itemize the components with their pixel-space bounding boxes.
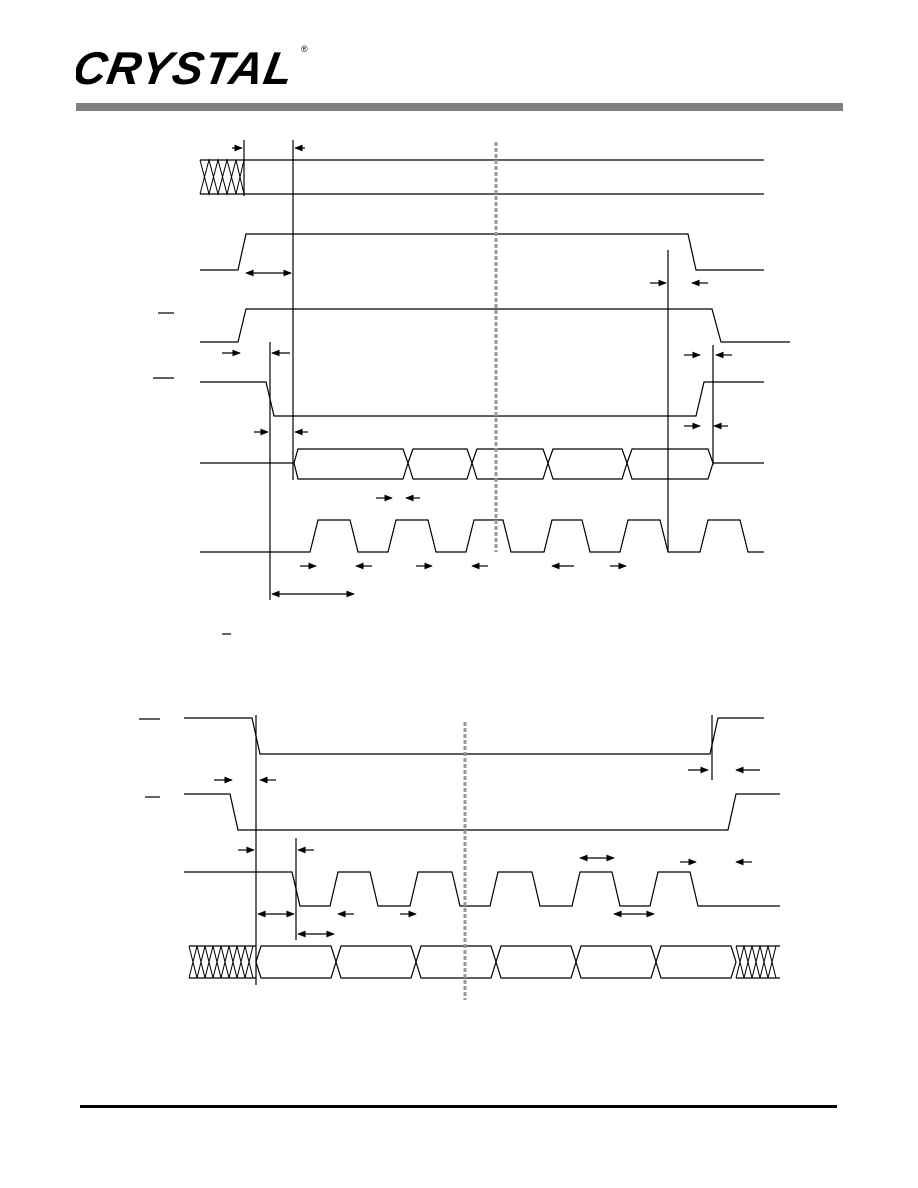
d1-clock [200,519,764,553]
timing-diagram-2 [139,715,780,1000]
d2-clock [184,871,780,907]
d1-timing-arrows [222,144,732,598]
crystal-logo-icon: CRYSTAL [76,44,298,92]
d1-signal-4 [200,381,764,417]
d2-data-row [188,945,780,979]
d2-signal-1 [184,717,764,755]
d1-signal-2 [200,233,764,271]
header-rule [76,103,843,111]
d2-signal-2 [184,793,780,831]
d1-bus-row [199,158,764,196]
page-header: CRYSTAL ® [0,0,918,120]
d1-data-row [200,448,764,480]
d1-signal-3 [200,308,790,343]
timing-diagram-1 [153,140,790,635]
d2-timing-arrows [214,766,760,938]
logo-text: CRYSTAL [76,44,298,92]
registered-mark: ® [301,44,308,54]
footer-rule [80,1105,837,1108]
